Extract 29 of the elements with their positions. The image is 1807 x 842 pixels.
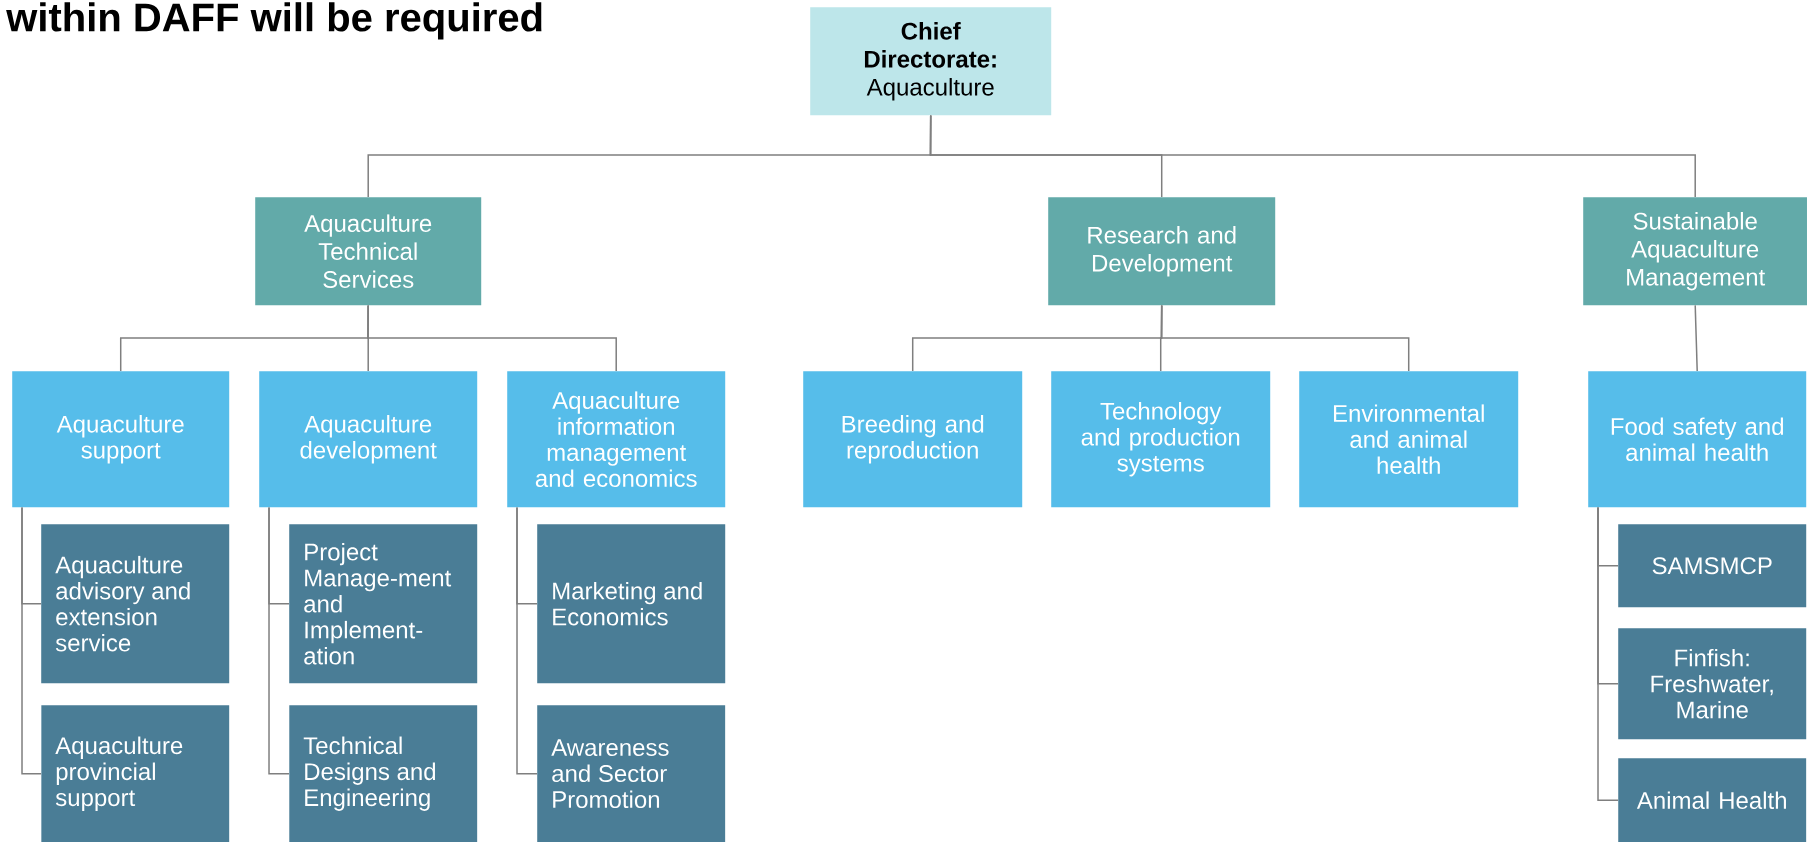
org-chart-box: Aquaculture support	[12, 371, 230, 508]
org-chart-box: SAMSMCP	[1618, 524, 1807, 608]
org-chart-box: Technology and production systems	[1051, 371, 1271, 508]
org-chart-box: Aquaculture advisory and extension service	[41, 524, 230, 684]
org-chart-box: Environmental and animal health	[1299, 371, 1519, 508]
org-chart-box: Technical Designs and Engineering	[289, 705, 478, 842]
connector-line	[1694, 304, 1698, 372]
org-chart-box: Marketing and Economics	[537, 524, 726, 684]
org-chart-box: Aquaculture Technical Services	[255, 197, 482, 306]
org-chart-box: Aquaculture information management and economics	[507, 371, 726, 508]
org-chart-box: Aquaculture development	[259, 371, 478, 508]
org-chart-box: Animal Health	[1618, 758, 1807, 842]
org-chart-box: Aquaculture provincial support	[41, 705, 230, 842]
org-chart-box: Food safety and animal health	[1588, 371, 1807, 508]
connector-line	[268, 506, 290, 775]
org-chart-box: Chief Directorate: Aquaculture	[810, 7, 1052, 116]
org-chart-box: Research and Development	[1048, 197, 1276, 306]
org-chart-box: Awareness and Sector Promotion	[537, 705, 726, 842]
connector-line	[929, 114, 1696, 198]
connector-line	[516, 506, 538, 775]
connector-line	[1160, 304, 1410, 372]
org-chart-box: Breeding and reproduction	[803, 371, 1023, 508]
org-chart-box: Project Manage-ment and Implement-ation	[289, 524, 478, 684]
slide-title: within DAFF will be required	[6, 2, 542, 40]
connector-line	[21, 506, 42, 775]
connector-line	[367, 304, 617, 372]
org-chart-box: Finfish: Freshwater, Marine	[1618, 628, 1807, 740]
org-chart-box: Sustainable Aquaculture Management	[1583, 197, 1807, 306]
connector-line	[1597, 506, 1619, 801]
